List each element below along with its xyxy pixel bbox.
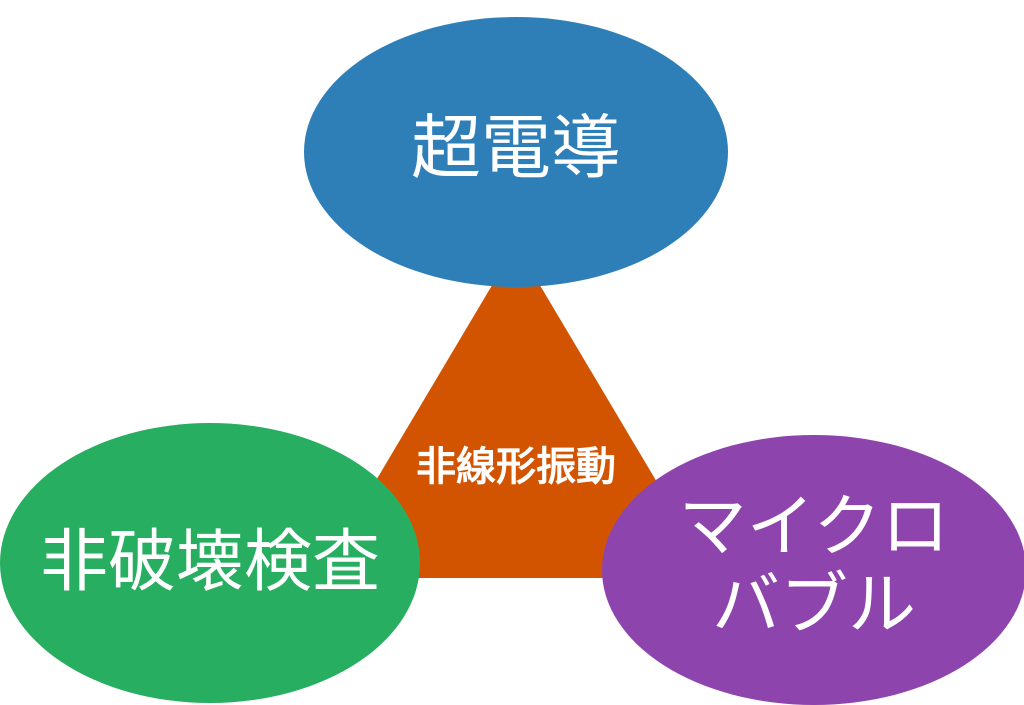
node-microbubble-label-line2: バブル: [712, 566, 916, 645]
node-superconductivity-label: 超電導: [411, 107, 621, 189]
node-microbubble: [602, 435, 1024, 705]
center-label: 非線形振動: [416, 443, 616, 490]
node-nondestructive-testing: [0, 423, 420, 703]
center-triangle: [318, 245, 714, 578]
node-nondestructive-testing-label: 非破壊検査: [40, 523, 380, 602]
node-microbubble-label-line1: マイクロ: [679, 488, 950, 567]
node-superconductivity: [304, 17, 728, 287]
